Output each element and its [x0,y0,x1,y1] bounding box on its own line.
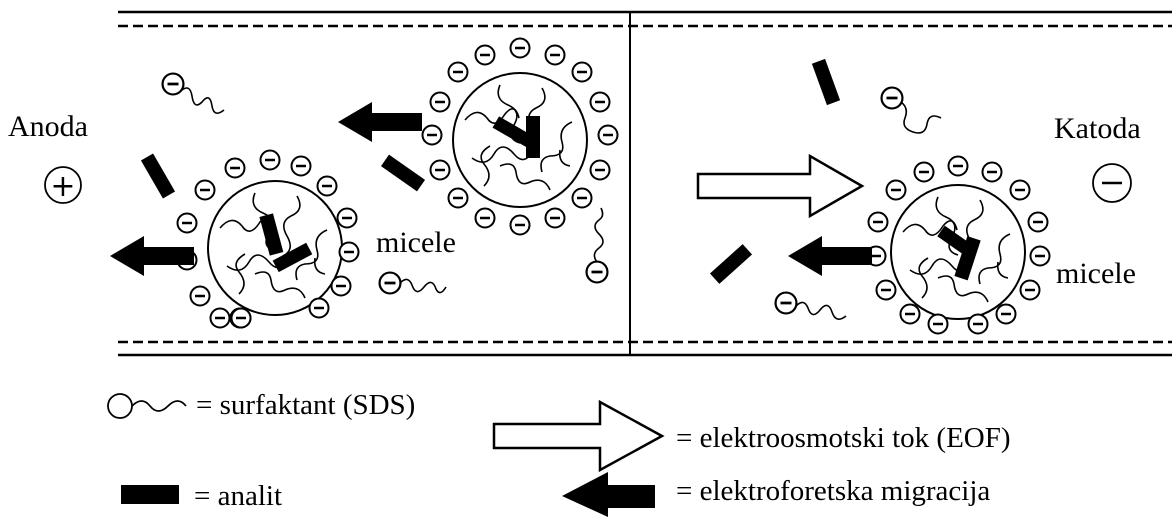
legend: = surfaktant (SDS) = elektroosmotski tok… [107,389,1011,517]
legend-eof: = elektroosmotski tok (EOF) [492,399,1011,473]
micelle-left-upper [421,37,619,236]
legend-analyte-label: = analit [194,480,282,512]
anode-symbol-icon [44,166,82,204]
free-surfactant [880,86,942,134]
analyte [811,58,841,106]
legend-migration: = elektroforetska migracija [562,472,990,517]
cathode: Katoda [1054,112,1141,203]
legend-eof-label: = elektroosmotski tok (EOF) [676,422,1011,454]
analyte-in-micelle [259,213,284,256]
eof-arrow-icon [696,154,864,218]
legend-surfactant-label: = surfaktant (SDS) [196,389,415,421]
eof-legend-arrow-icon [492,399,665,473]
analyte-in-micelle [526,116,540,158]
analyte-legend-icon [121,485,179,504]
free-surfactant [774,291,847,320]
legend-migration-label: = elektroforetska migracija [676,475,990,507]
surfactant-tail-icon [131,400,187,412]
legend-surfactant: = surfaktant (SDS) [107,389,415,421]
analyte-in-micelle [954,236,981,281]
legend-analyte: = analit [121,480,282,512]
analyte-in-micelle [272,242,313,273]
free-surfactant [585,207,609,284]
analyte [709,244,753,284]
micelle-label-left: micele [376,226,456,259]
surfactant-icon [107,393,133,419]
micelle-right [865,155,1051,335]
migration-arrow-icon [788,236,872,276]
micelle-label-right: micele [1056,257,1136,290]
migration-arrow-icon [338,102,422,142]
migration-legend-arrow-icon [562,472,655,517]
anode-label: Anoda [8,110,88,143]
micelle-left-lower [176,149,360,329]
free-surfactant [161,72,225,114]
free-surfactant [378,271,447,295]
analyte [140,153,176,199]
migration-arrow-icon [110,236,194,276]
cathode-label: Katoda [1054,112,1141,145]
anode-sign: + [50,169,75,204]
anode: Anoda + [8,110,88,204]
capillary [118,10,1172,357]
analyte [380,154,426,192]
analyte-in-micelle [492,116,534,148]
